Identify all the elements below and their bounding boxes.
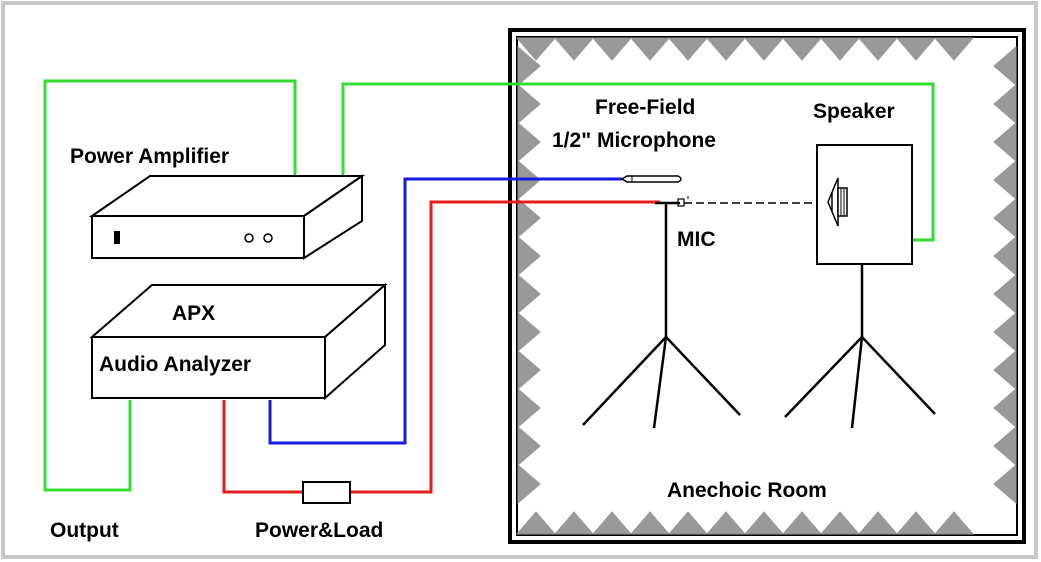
foam-wedge-right	[993, 45, 1017, 87]
foam-wedge-left	[517, 273, 541, 315]
foam-wedge-top	[591, 37, 633, 61]
foam-wedge-left	[517, 387, 541, 429]
foam-wedge-bottom	[743, 511, 785, 535]
foam-wedge-bottom	[553, 511, 595, 535]
foam-wedge-top	[705, 37, 747, 61]
foam-wedge-left	[517, 235, 541, 277]
foam-wedge-top	[781, 37, 823, 61]
foam-wedge-bottom	[895, 511, 937, 535]
amplifier-knob-1	[244, 233, 254, 243]
label-speaker: Speaker	[813, 100, 895, 123]
foam-wedge-top	[667, 37, 709, 61]
output-wire	[43, 79, 297, 492]
microphone-icon	[620, 175, 682, 183]
red-power-wire	[222, 400, 303, 494]
foam-wedge-top	[857, 37, 899, 61]
foam-wedge-top	[819, 37, 861, 61]
blue-mic-wire	[268, 177, 622, 445]
foam-wedge-top	[553, 37, 595, 61]
foam-wedge-top	[629, 37, 671, 61]
foam-wedge-top	[933, 37, 975, 61]
foam-wedge-right	[993, 121, 1017, 163]
foam-wedge-bottom	[667, 511, 709, 535]
foam-wedge-right	[993, 349, 1017, 391]
foam-wedge-bottom	[857, 511, 899, 535]
foam-wedge-left	[517, 83, 541, 125]
foam-wedge-right	[993, 235, 1017, 277]
foam-wedge-left	[517, 197, 541, 239]
label-audio-analyzer: Audio Analyzer	[99, 353, 251, 376]
label-output: Output	[50, 519, 119, 542]
speaker-wire	[341, 82, 935, 242]
foam-wedge-top	[515, 37, 557, 61]
foam-wedge-right	[993, 159, 1017, 201]
foam-wedge-bottom	[819, 511, 861, 535]
foam-wedge-right	[993, 463, 1017, 505]
foam-wedge-left	[517, 349, 541, 391]
foam-wedge-right	[993, 197, 1017, 239]
label-power-amplifier: Power Amplifier	[70, 145, 229, 168]
label-half-inch-microphone: 1/2" Microphone	[552, 129, 716, 152]
foam-wedge-right	[993, 83, 1017, 125]
label-apx: APX	[172, 302, 215, 325]
foam-wedge-left	[517, 425, 541, 467]
speaker-stand	[784, 264, 936, 429]
foam-wedge-left	[517, 45, 541, 87]
label-free-field: Free-Field	[595, 96, 695, 119]
microphone	[620, 175, 689, 207]
foam-wedge-bottom	[933, 511, 975, 535]
power-amplifier-box	[88, 174, 366, 260]
mic-stand	[582, 201, 741, 429]
amplifier-switch	[114, 231, 120, 244]
foam-wedge-right	[993, 387, 1017, 429]
label-mic: MIC	[677, 228, 716, 251]
foam-wedge-bottom	[705, 511, 747, 535]
label-anechoic-room: Anechoic Room	[667, 479, 827, 502]
foam-wedge-top	[895, 37, 937, 61]
acoustic-foam-wedges	[515, 37, 1017, 535]
label-power-load: Power&Load	[255, 519, 383, 542]
foam-wedge-top	[743, 37, 785, 61]
foam-wedge-left	[517, 121, 541, 163]
foam-wedge-bottom	[629, 511, 671, 535]
foam-wedge-right	[993, 273, 1017, 315]
foam-wedge-bottom	[781, 511, 823, 535]
foam-wedge-right	[993, 425, 1017, 467]
foam-wedge-bottom	[591, 511, 633, 535]
foam-wedge-right	[993, 311, 1017, 353]
foam-wedge-bottom	[515, 511, 557, 535]
power-load-box	[302, 481, 351, 504]
anechoic-room-wall-outer	[508, 28, 1026, 544]
audio-analyzer-box	[89, 282, 388, 401]
red-power-wire-2	[350, 200, 660, 494]
foam-wedge-left	[517, 311, 541, 353]
amplifier-knob-2	[263, 233, 273, 243]
green-wires	[43, 79, 935, 492]
anechoic-room-wall-inner	[516, 36, 1018, 536]
speaker	[816, 144, 913, 265]
foam-wedge-left	[517, 463, 541, 505]
